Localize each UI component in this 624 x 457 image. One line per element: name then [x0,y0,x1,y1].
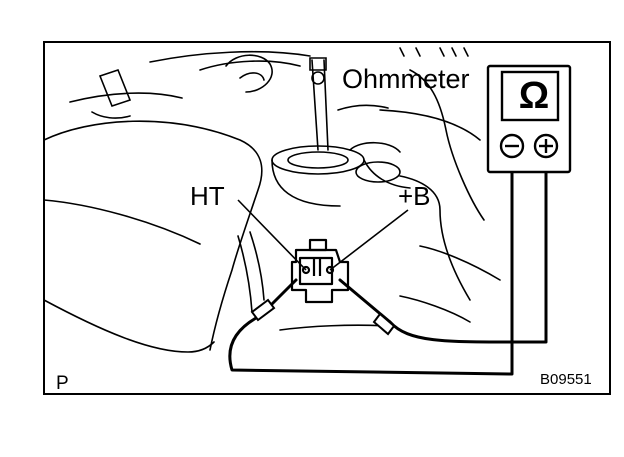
figure-frame [43,41,611,395]
plus-b-label: +B [398,181,431,211]
ht-leader-line [237,199,307,271]
corner-mark-label: P [56,373,69,394]
lead-positive [388,170,548,344]
figure-code-label: B09551 [540,371,592,388]
test-leads [228,170,548,376]
probe-tips [250,298,396,336]
plus-b-leader-line [329,209,409,271]
ht-label: HT [190,181,225,211]
ohm-symbol-icon: Ω [518,75,550,117]
ohmmeter-label: Ohmmeter [342,64,470,94]
lead-negative [228,170,514,376]
connector-illustration [290,238,350,304]
ohmmeter-body [486,64,572,174]
vehicle-interior-illustration [43,47,501,353]
leader-lines [237,199,409,271]
